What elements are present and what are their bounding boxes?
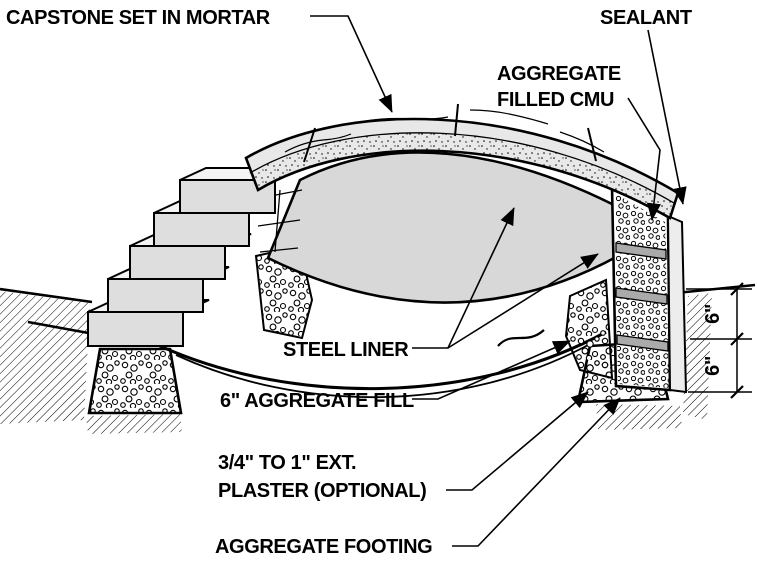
cmu-cell-4 [617,344,669,388]
label-aggregate-fill: 6" AGGREGATE FILL [220,390,414,412]
aggregate-fill-right [564,278,614,380]
label-aggregate-cmu-line2: FILLED CMU [497,89,614,111]
front-edge-arcs [159,330,607,399]
ground-hatch-left [0,287,182,434]
label-sealant: SEALANT [600,7,692,29]
label-dim-lower: 6" [702,356,724,376]
cmu-web-1 [615,242,667,260]
cmu-web-3 [616,334,669,352]
exterior-plaster-band [666,214,688,394]
grade-squiggle [497,329,545,347]
leader-aggregate-fill [412,340,571,400]
dimension-ticks [730,282,744,399]
block-course-joints [257,189,303,253]
label-plaster-line2: PLASTER (OPTIONAL) [218,480,426,502]
cmu-cell-1 [616,194,666,250]
leader-capstone [310,15,393,113]
leader-steel-liner-2 [447,253,599,349]
dimension-lines [686,282,752,399]
capstone-front-stipple [250,132,674,218]
cmu-cell-3 [616,297,668,342]
label-capstone: CAPSTONE SET IN MORTAR [6,7,271,29]
cmu-cell-2 [616,252,667,295]
label-dim-upper: 6" [702,304,724,324]
stepped-cmu-blocks [87,167,302,347]
leader-sealant [647,29,687,205]
capstone-joints [303,103,597,163]
leader-aggregate-footing [452,397,621,547]
capstone-veining [284,109,605,153]
label-aggregate-cmu-line1: AGGREGATE [497,63,621,85]
leader-lines [310,15,687,547]
cmu-web-2 [615,287,668,305]
cmu-column [610,183,672,392]
leader-plaster [446,391,589,491]
capstone [244,103,680,220]
label-plaster-line1: 3/4" TO 1" EXT. [218,452,356,474]
label-steel-liner: STEEL LINER [283,339,409,361]
leader-aggregate-cmu [627,97,661,221]
label-aggregate-footing: AGGREGATE FOOTING [215,536,432,558]
steel-liner-face [266,151,620,304]
left-footing [87,347,183,415]
